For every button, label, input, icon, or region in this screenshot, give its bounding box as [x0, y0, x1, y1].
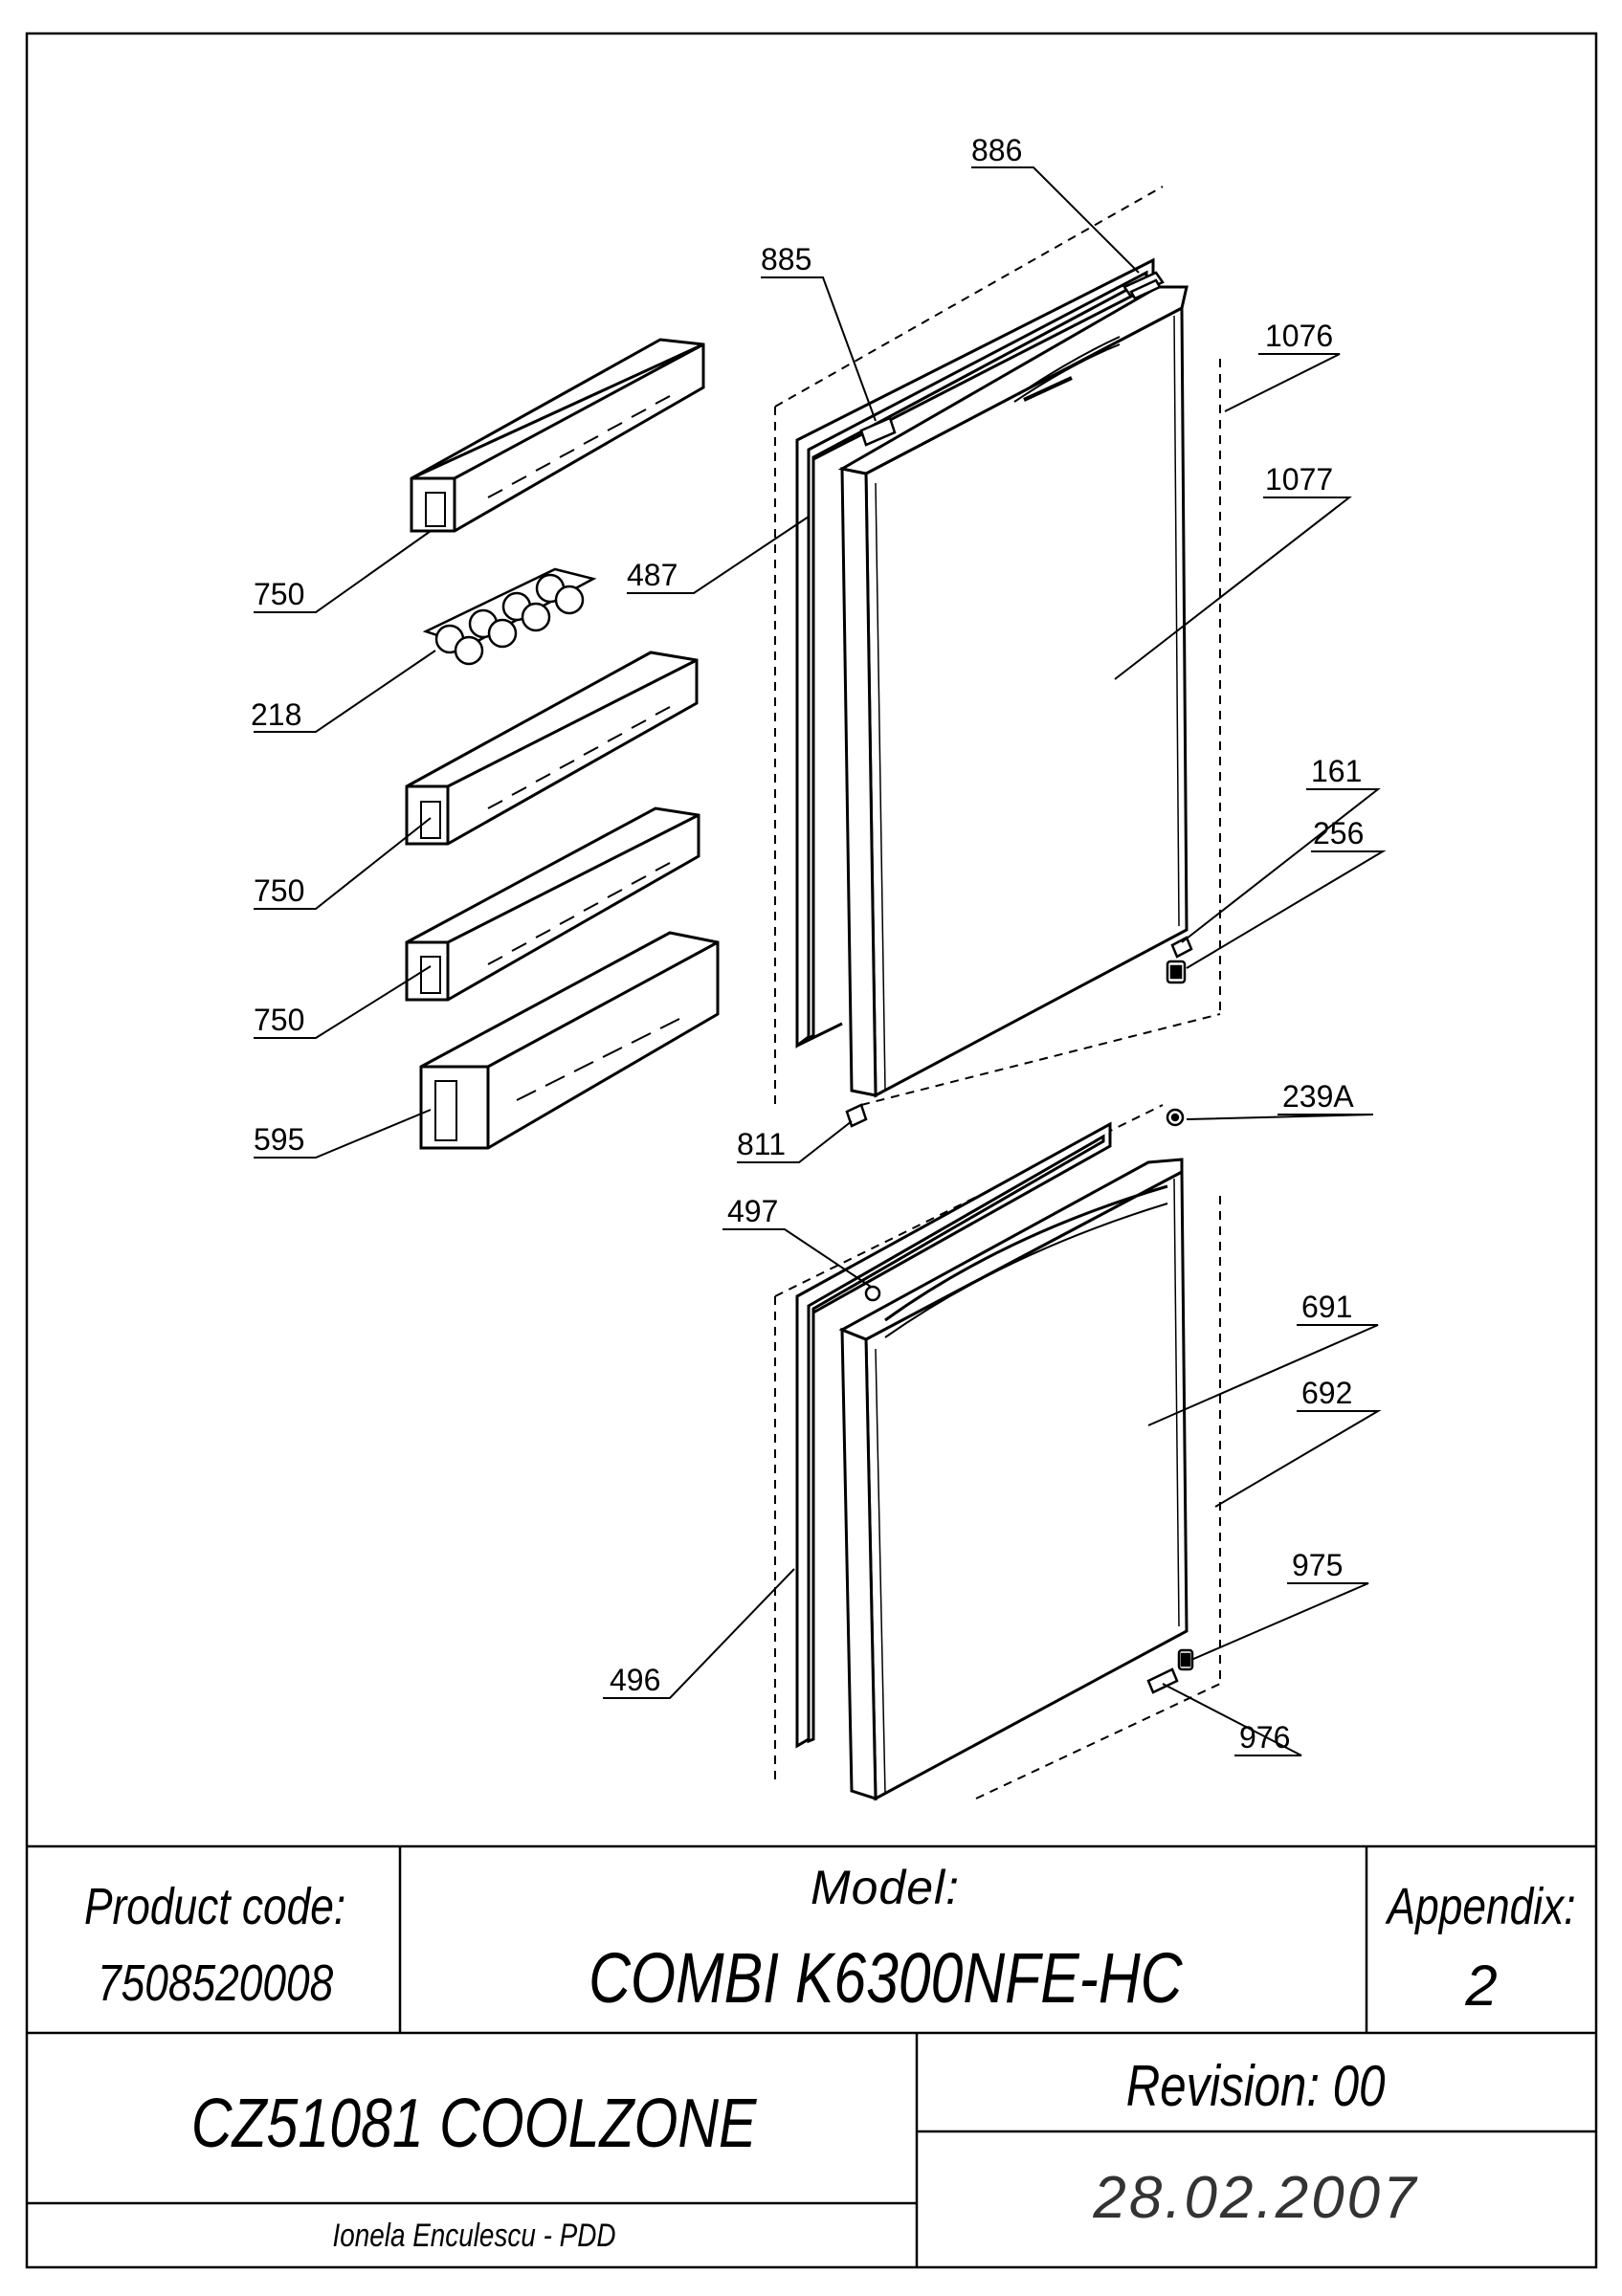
- hinge-975-976: [1146, 1648, 1194, 1694]
- callout-976: 976: [1239, 1720, 1290, 1755]
- callout-975: 975: [1292, 1548, 1343, 1582]
- product-code-label: Product code:: [84, 1877, 346, 1935]
- lower-door-gasket: [795, 1121, 1112, 1749]
- appendix-label: Appendix:: [1387, 1877, 1576, 1935]
- upper-door-envelope: [774, 186, 1221, 1106]
- revision: Revision: 00: [1126, 2053, 1386, 2118]
- callout-labels: 886 885 1076 1077 487 750 218 750 750 59…: [251, 133, 1364, 1755]
- model-label: Model:: [810, 1861, 961, 1914]
- egg-tray-218: [422, 567, 597, 666]
- door-shelf-595-bottom: [419, 931, 720, 1150]
- callout-885: 885: [761, 242, 811, 276]
- callout-595: 595: [254, 1122, 304, 1157]
- hinge-886: [1122, 271, 1165, 300]
- part-811: [845, 1103, 868, 1128]
- callout-811: 811: [737, 1127, 786, 1161]
- drawing-frame: [25, 32, 1598, 2269]
- callout-691: 691: [1301, 1290, 1352, 1324]
- callout-239a: 239A: [1282, 1079, 1354, 1114]
- callout-750-c: 750: [254, 1003, 304, 1037]
- leader-lines: [254, 166, 1387, 1756]
- callout-218: 218: [251, 697, 301, 732]
- callout-256: 256: [1313, 816, 1364, 850]
- upper-door-gasket: [795, 257, 1155, 1049]
- part-239a: [1166, 1108, 1185, 1127]
- lower-door: [838, 1158, 1189, 1801]
- hinge-pin-161-256: [1166, 936, 1193, 984]
- door-shelf-750-middle: [405, 651, 699, 846]
- part-497: [864, 1285, 881, 1302]
- callout-1076: 1076: [1265, 319, 1333, 353]
- date: 28.02.2007: [1093, 2165, 1419, 2231]
- bracket-885: [859, 416, 897, 447]
- callout-1077: 1077: [1265, 462, 1333, 497]
- model-value: COMBI K6300NFE-HC: [588, 1938, 1183, 2018]
- callout-750-b: 750: [254, 873, 304, 908]
- callout-487: 487: [627, 558, 678, 592]
- assembly-name: CZ51081 COOLZONE: [190, 2086, 757, 2162]
- product-code-value: 7508520008: [97, 1954, 334, 2012]
- callout-497: 497: [727, 1194, 778, 1228]
- callout-496: 496: [610, 1663, 660, 1697]
- callout-692: 692: [1301, 1376, 1352, 1410]
- author: Ionela Enculescu - PDD: [332, 2218, 615, 2254]
- callout-886: 886: [971, 133, 1022, 167]
- callout-750-a: 750: [254, 577, 304, 611]
- appendix-value: 2: [1465, 1954, 1498, 2018]
- door-shelf-750-top: [410, 338, 705, 533]
- door-shelf-750-lower: [405, 806, 700, 1002]
- callout-161: 161: [1311, 754, 1362, 788]
- title-block-grid: [27, 1844, 1596, 2267]
- upper-door: [837, 285, 1189, 1098]
